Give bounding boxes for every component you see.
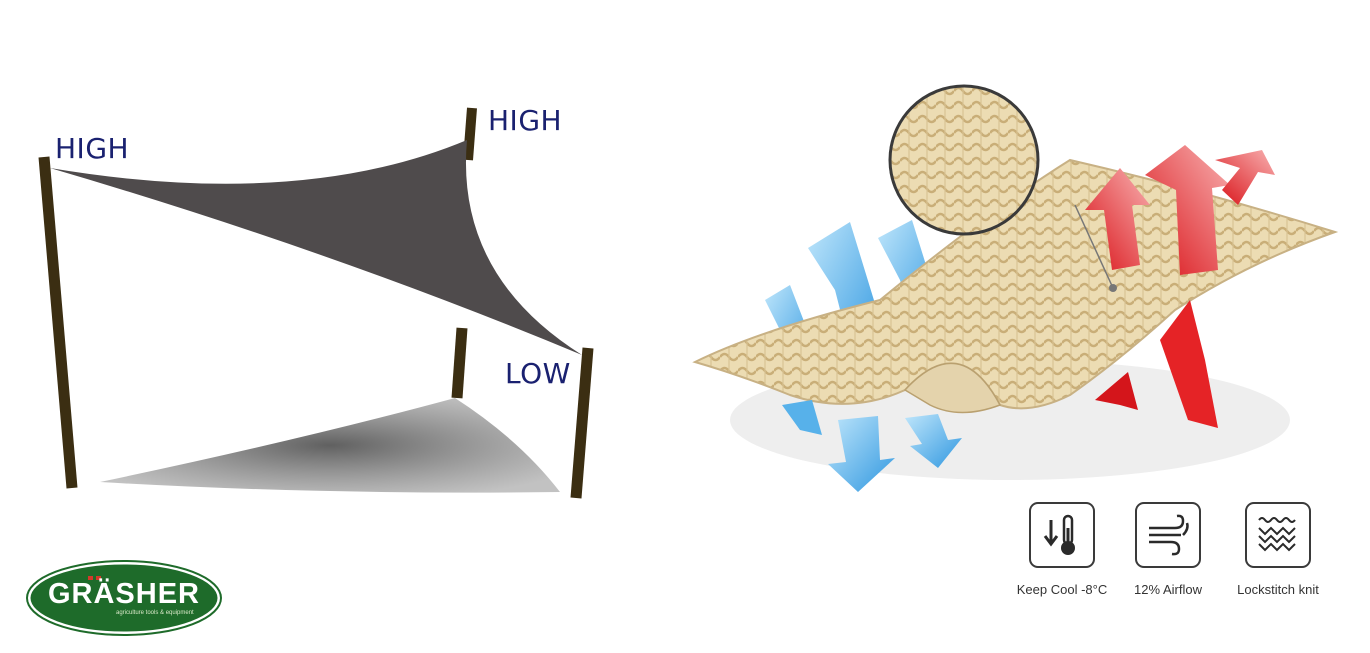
post-left	[38, 156, 78, 489]
brand-logo: GRÄSHER agriculture tools & equipment	[28, 562, 220, 634]
corner-label-high-left: HIGH	[55, 132, 130, 165]
mesh-fabric	[692, 158, 1339, 410]
post-right-low	[570, 347, 594, 499]
cool-arrow-5	[828, 416, 895, 492]
fabric-illustration	[692, 84, 1339, 492]
post-back	[451, 327, 468, 399]
thermometer-down-icon	[1029, 502, 1095, 568]
shade-sail	[50, 140, 582, 355]
hot-arrow-5	[1095, 372, 1138, 410]
feature-lockstitch: Lockstitch knit	[1218, 502, 1338, 597]
corner-label-high-right: HIGH	[488, 104, 563, 137]
corner-label-low: LOW	[505, 357, 571, 390]
knit-pattern-icon	[1245, 502, 1311, 568]
feature-lockstitch-label: Lockstitch knit	[1237, 582, 1319, 597]
feature-keep-cool-label: Keep Cool -8°C	[1016, 582, 1108, 597]
ground-shadow	[100, 398, 560, 493]
zoom-pointer	[1074, 204, 1114, 289]
shade-sail-diagram	[38, 107, 594, 499]
cool-arrow-4	[782, 400, 822, 435]
feature-keep-cool: Keep Cool -8°C	[1002, 502, 1122, 597]
zoom-circle	[888, 84, 1040, 236]
feature-airflow: 12% Airflow	[1108, 502, 1228, 597]
cool-arrow-6	[905, 414, 962, 468]
feature-airflow-label: 12% Airflow	[1134, 582, 1202, 597]
hot-arrow-3	[1215, 150, 1275, 205]
airflow-icon	[1135, 502, 1201, 568]
hot-arrow-1	[1085, 168, 1150, 270]
brand-name: GRÄSHER	[47, 578, 200, 610]
hot-arrow-4	[1160, 300, 1218, 428]
brand-tagline: agriculture tools & equipment	[116, 610, 194, 616]
post-right-high	[463, 107, 477, 161]
brand-logo-badge	[26, 560, 222, 636]
hot-arrow-2	[1145, 145, 1230, 275]
